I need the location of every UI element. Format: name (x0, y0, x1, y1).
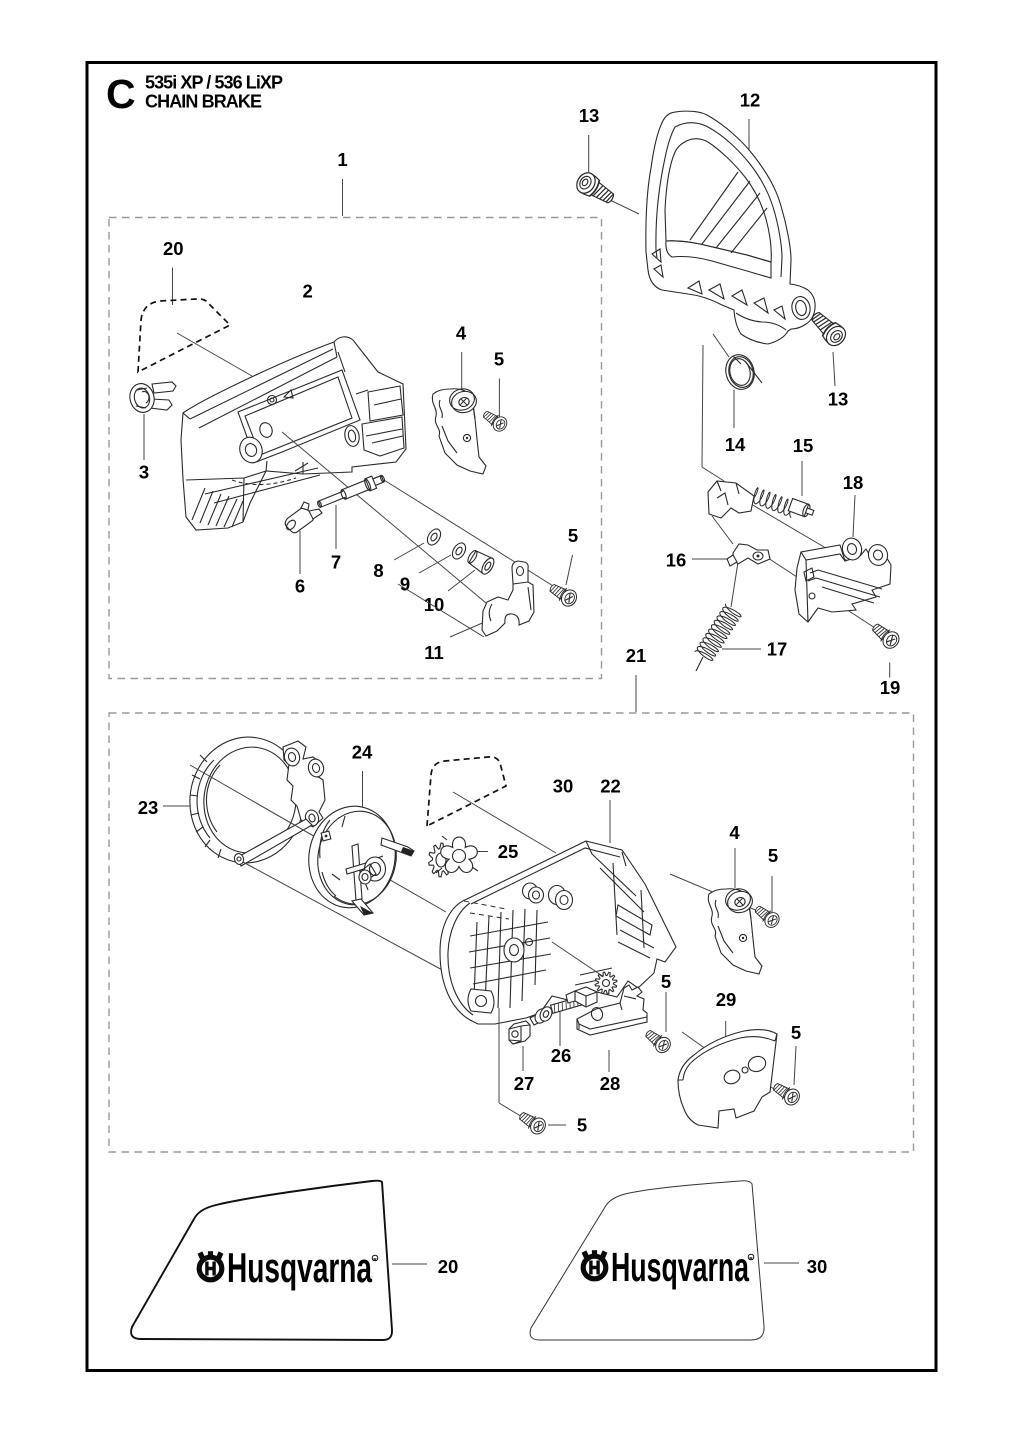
svg-text:1: 1 (337, 149, 347, 170)
svg-text:4: 4 (456, 323, 467, 344)
svg-text:5: 5 (577, 1115, 587, 1136)
svg-text:4: 4 (729, 822, 740, 843)
svg-text:22: 22 (600, 776, 621, 797)
svg-text:Husqvarna: Husqvarna (611, 1244, 750, 1290)
svg-text:19: 19 (880, 677, 901, 698)
svg-text:28: 28 (600, 1073, 621, 1094)
svg-text:3: 3 (139, 462, 149, 483)
svg-text:5: 5 (568, 525, 578, 546)
svg-text:8: 8 (373, 560, 383, 581)
svg-text:18: 18 (843, 472, 864, 493)
svg-text:7: 7 (331, 552, 341, 573)
svg-text:11: 11 (424, 642, 444, 663)
svg-text:5: 5 (661, 971, 671, 992)
svg-text:Husqvarna: Husqvarna (227, 1244, 372, 1291)
svg-text:14: 14 (725, 434, 746, 455)
svg-text:20: 20 (438, 1256, 459, 1277)
svg-text:13: 13 (828, 389, 849, 410)
svg-text:21: 21 (626, 645, 647, 666)
svg-text:29: 29 (716, 989, 737, 1010)
svg-text:535i XP / 536 LiXP: 535i XP / 536 LiXP (145, 73, 283, 93)
svg-text:13: 13 (579, 105, 600, 126)
svg-text:27: 27 (514, 1073, 535, 1094)
svg-text:R: R (749, 1256, 753, 1261)
svg-text:16: 16 (666, 550, 687, 571)
svg-text:CHAIN BRAKE: CHAIN BRAKE (145, 92, 262, 112)
svg-text:5: 5 (494, 349, 504, 370)
svg-text:25: 25 (498, 841, 519, 862)
svg-text:26: 26 (551, 1045, 572, 1066)
svg-text:30: 30 (553, 776, 574, 797)
svg-text:24: 24 (352, 742, 373, 763)
svg-text:10: 10 (424, 594, 445, 615)
svg-text:5: 5 (791, 1022, 801, 1043)
svg-text:17: 17 (767, 639, 788, 660)
svg-text:30: 30 (807, 1256, 828, 1277)
svg-text:2: 2 (303, 281, 313, 302)
svg-text:23: 23 (138, 797, 159, 818)
svg-text:20: 20 (163, 238, 184, 259)
svg-text:6: 6 (295, 576, 305, 597)
svg-text:C: C (106, 71, 136, 117)
svg-text:12: 12 (740, 90, 761, 111)
svg-text:15: 15 (793, 435, 814, 456)
svg-text:9: 9 (400, 574, 410, 595)
svg-text:R: R (373, 1257, 377, 1262)
svg-text:5: 5 (768, 845, 778, 866)
